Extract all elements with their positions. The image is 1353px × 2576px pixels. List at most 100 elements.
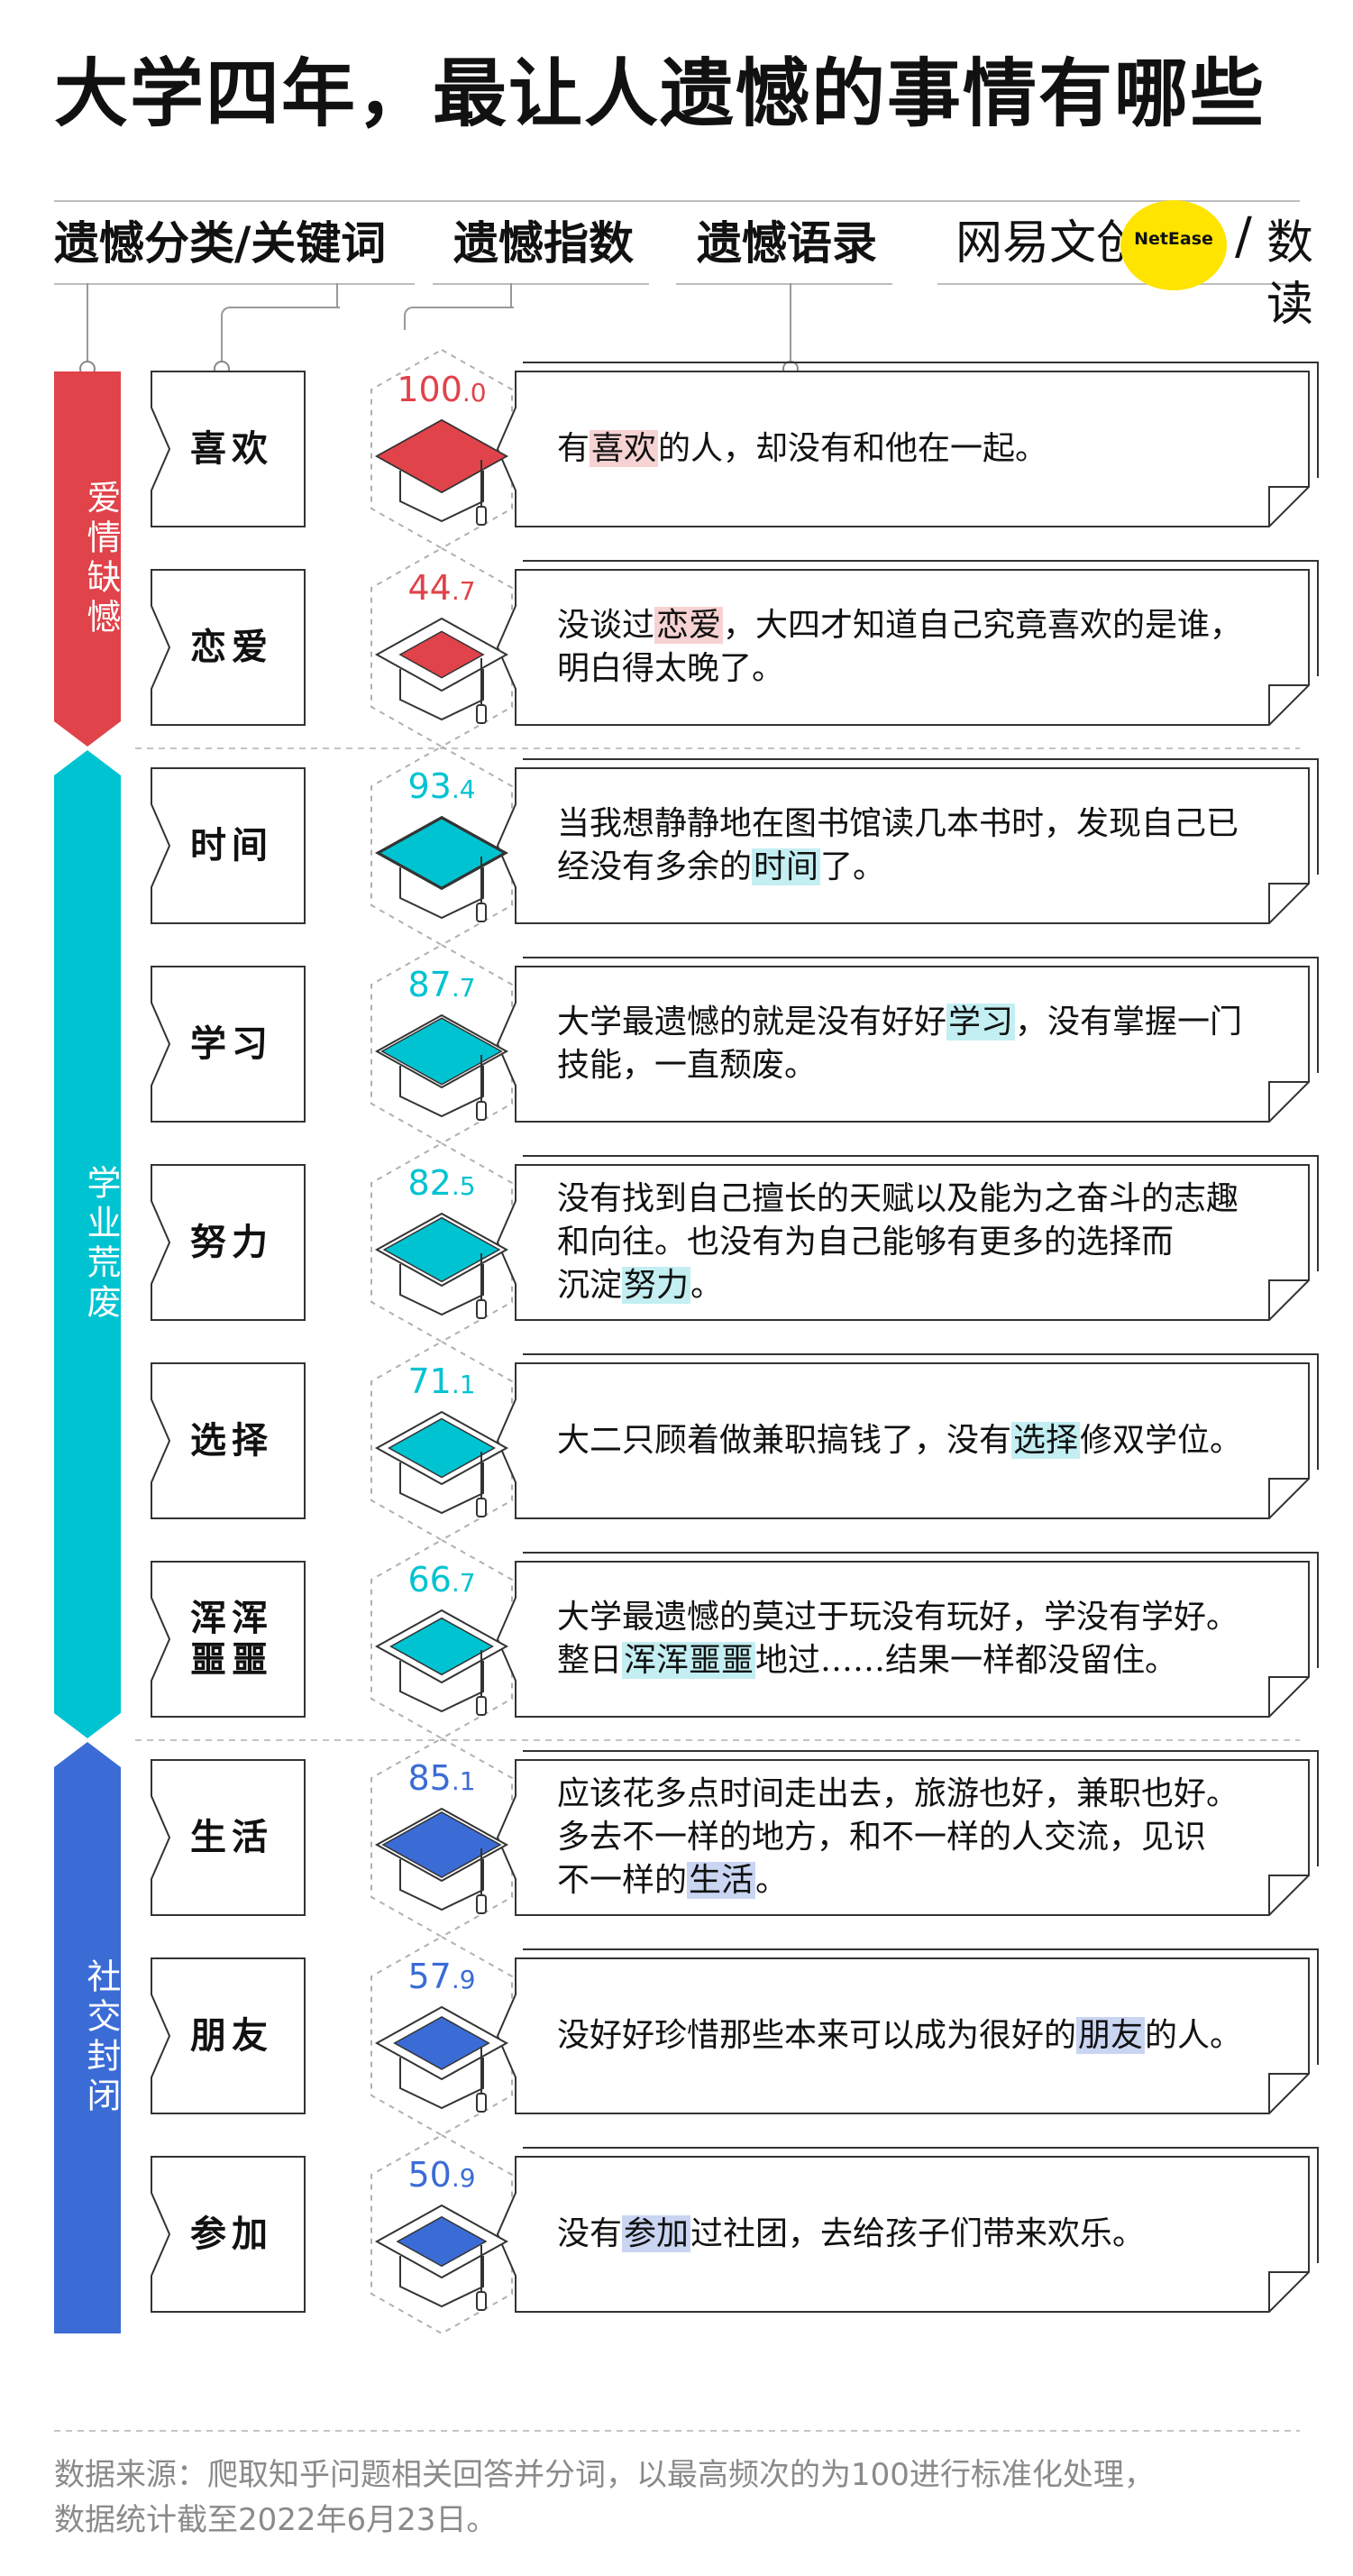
keyword-box-9 bbox=[151, 2156, 306, 2313]
index-value-dec-4: .5 bbox=[451, 1171, 476, 1201]
keyword-5: 选择 bbox=[190, 1420, 273, 1462]
index-value-5: 71.1 bbox=[352, 1361, 532, 1405]
category-label-2: 社交封闭 bbox=[81, 1958, 121, 2117]
header-connector-index-up bbox=[510, 283, 512, 308]
header-connector-index bbox=[404, 307, 514, 330]
quote-keyword-highlight-3: 学习 bbox=[946, 1004, 1016, 1040]
header-rule-logo bbox=[937, 283, 1300, 285]
cap-fill-2 bbox=[378, 817, 506, 889]
quote-segment-1-2: ，大四才知道自己究竟喜欢的是谁， 明白得太晚了。 bbox=[557, 607, 1243, 687]
keyword-1: 恋爱 bbox=[190, 627, 273, 668]
quote-segment-4-0: 没有找到自己擅长的天赋以及能为之奋斗的志趣 和向往。也没有为自己能够有更多的选择… bbox=[557, 1180, 1239, 1304]
cap-tassel-end-4 bbox=[476, 1299, 487, 1319]
category-bar-2 bbox=[54, 1742, 121, 2333]
keyword-9: 参加 bbox=[190, 2214, 273, 2255]
index-value-4: 82.5 bbox=[352, 1163, 532, 1206]
keyword-4: 努力 bbox=[190, 1222, 273, 1263]
cap-base-3 bbox=[399, 1066, 484, 1118]
quote-keyword-highlight-1: 恋爱 bbox=[654, 607, 724, 644]
cap-base-6 bbox=[399, 1661, 484, 1713]
cap-tassel-end-2 bbox=[476, 903, 487, 922]
index-value-dec-1: .7 bbox=[451, 576, 476, 606]
quote-segment-3-2: ，没有掌握一门 技能，一直颓废。 bbox=[557, 1004, 1243, 1084]
cap-fill-5 bbox=[387, 1417, 497, 1479]
header-connector-quotes bbox=[790, 283, 791, 361]
brand-right-text: 数读 bbox=[1266, 216, 1314, 332]
index-value-3: 87.7 bbox=[352, 965, 532, 1008]
cap-tassel-end-6 bbox=[476, 1696, 487, 1716]
keyword-box-1 bbox=[151, 569, 306, 726]
quote-text-8: 没好好珍惜那些本来可以成为很好的朋友的人。 bbox=[557, 2014, 1278, 2058]
cap-fill-7 bbox=[381, 1811, 502, 1878]
index-value-1: 44.7 bbox=[352, 568, 532, 611]
keyword-3: 学习 bbox=[190, 1023, 273, 1065]
index-value-int-3: 87 bbox=[407, 965, 452, 1004]
cap-base-7 bbox=[399, 1859, 484, 1911]
quote-box-8 bbox=[496, 1957, 1310, 2114]
index-value-6: 66.7 bbox=[352, 1560, 532, 1603]
hex-frame-7 bbox=[370, 1737, 513, 1939]
header-rule-index bbox=[433, 283, 649, 285]
keyword-box-2 bbox=[151, 767, 306, 924]
quote-box-fold-0 bbox=[1268, 486, 1309, 527]
hex-frame-1 bbox=[370, 546, 513, 748]
cap-tassel-end-8 bbox=[476, 2093, 487, 2113]
cap-fill-0 bbox=[375, 419, 508, 493]
hex-frame-8 bbox=[370, 1935, 513, 2137]
quote-text-0: 有喜欢的人，却没有和他在一起。 bbox=[557, 427, 1278, 471]
cap-fill-6 bbox=[389, 1617, 494, 1676]
quote-box-fold-5 bbox=[1268, 1478, 1309, 1518]
brand-mark-text: NetEase bbox=[1134, 229, 1213, 249]
cap-base-9 bbox=[399, 2256, 484, 2308]
cap-fill-9 bbox=[396, 2215, 488, 2268]
quote-segment-5-2: 修双学位。 bbox=[1080, 1422, 1243, 1459]
header-connector-category bbox=[87, 283, 88, 366]
quote-segment-5-0: 大二只顾着做兼职搞钱了，没有 bbox=[557, 1422, 1012, 1459]
index-value-2: 93.4 bbox=[352, 766, 532, 810]
quote-text-9: 没有参加过社团，去给孩子们带来欢乐。 bbox=[557, 2213, 1278, 2256]
quote-segment-3-0: 大学最遗憾的就是没有好好 bbox=[557, 1004, 947, 1040]
cap-base-5 bbox=[399, 1462, 484, 1515]
brand-sun-circle bbox=[1120, 200, 1227, 290]
quote-box-shadow-8 bbox=[523, 1948, 1319, 2065]
keyword-2: 时间 bbox=[190, 825, 273, 866]
index-value-7: 85.1 bbox=[352, 1758, 532, 1801]
index-value-int-7: 85 bbox=[407, 1758, 452, 1798]
quote-keyword-highlight-0: 喜欢 bbox=[590, 430, 659, 467]
cap-tassel-end-5 bbox=[476, 1498, 487, 1517]
keyword-0: 喜欢 bbox=[190, 428, 273, 470]
index-value-9: 50.9 bbox=[352, 2155, 532, 2198]
header-index: 遗憾指数 bbox=[453, 217, 634, 270]
quote-keyword-highlight-2: 时间 bbox=[752, 848, 821, 885]
quote-box-fold-2 bbox=[1268, 883, 1309, 923]
hex-frame-4 bbox=[370, 1141, 513, 1343]
keyword-box-3 bbox=[151, 966, 306, 1123]
quote-text-4: 没有找到自己擅长的天赋以及能为之奋斗的志趣 和向往。也没有为自己能够有更多的选择… bbox=[557, 1178, 1278, 1307]
hex-frame-3 bbox=[370, 943, 513, 1145]
quote-text-7: 应该花多点时间走出去，旅游也好，兼职也好。 多去不一样的地方，和不一样的人交流，… bbox=[557, 1773, 1278, 1902]
quote-keyword-highlight-6: 浑浑噩噩 bbox=[622, 1642, 756, 1679]
index-value-int-2: 93 bbox=[407, 766, 452, 806]
hex-frame-0 bbox=[370, 348, 513, 550]
cap-base-8 bbox=[399, 2058, 484, 2110]
quote-segment-2-0: 当我想静静地在图书馆读几本书时，发现自己已 经没有多余的 bbox=[557, 805, 1239, 885]
quote-box-shadow-3 bbox=[523, 957, 1319, 1073]
index-value-dec-0: .0 bbox=[462, 378, 487, 408]
quote-segment-1-0: 没谈过 bbox=[557, 607, 655, 644]
quote-segment-2-2: 了。 bbox=[820, 848, 886, 885]
quote-keyword-highlight-7: 生活 bbox=[687, 1862, 756, 1899]
index-value-int-5: 71 bbox=[407, 1361, 452, 1401]
quote-box-0 bbox=[496, 371, 1310, 527]
quote-box-fold-8 bbox=[1268, 2073, 1309, 2113]
quote-text-3: 大学最遗憾的就是没有好好学习，没有掌握一门 技能，一直颓废。 bbox=[557, 1001, 1278, 1087]
keyword-box-8 bbox=[151, 1957, 306, 2114]
quote-box-shadow-7 bbox=[523, 1750, 1319, 1866]
quote-segment-0-2: 的人，却没有和他在一起。 bbox=[658, 430, 1048, 467]
category-label-0: 爱情缺憾 bbox=[81, 480, 121, 638]
index-value-0: 100.0 bbox=[352, 370, 532, 413]
header-top-rule bbox=[54, 200, 1300, 202]
index-value-dec-7: .1 bbox=[451, 1766, 476, 1796]
cap-fill-1 bbox=[398, 630, 485, 679]
quote-box-fold-6 bbox=[1268, 1676, 1309, 1717]
quote-keyword-highlight-9: 参加 bbox=[622, 2215, 691, 2252]
